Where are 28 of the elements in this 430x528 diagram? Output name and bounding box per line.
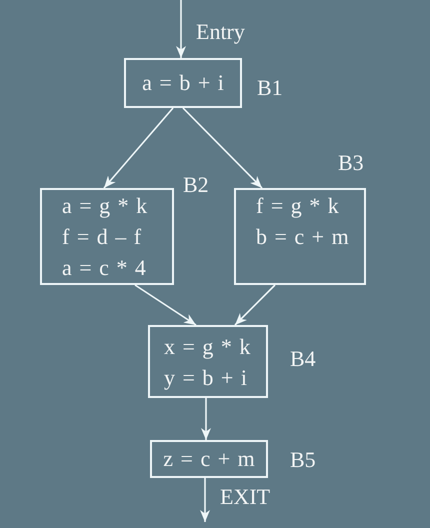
statement-text: y = b + i	[164, 364, 247, 392]
statement-text: a = b + i	[142, 69, 224, 97]
arrow	[182, 107, 263, 189]
basic-block-box	[40, 188, 174, 285]
edge-label: Entry	[196, 19, 245, 45]
statement-text: x = g * k	[164, 333, 250, 361]
arrow	[200, 478, 210, 522]
statement-text: a = c * 4	[62, 254, 146, 282]
statement-text: b = c + m	[256, 223, 349, 251]
block-label: B1	[257, 75, 283, 101]
basic-block-box	[150, 440, 268, 478]
basic-block-box	[148, 325, 268, 398]
arrow	[176, 0, 186, 58]
arrow	[103, 107, 174, 189]
arrow	[134, 284, 196, 326]
statement-text: a = g * k	[62, 192, 148, 220]
block-label: B4	[290, 346, 316, 372]
arrow	[201, 398, 211, 440]
statement-text: f = g * k	[256, 192, 339, 220]
block-label: B5	[290, 447, 316, 473]
statement-text: z = c + m	[163, 445, 255, 473]
arrow	[234, 284, 276, 326]
statement-text: f = d – f	[62, 223, 142, 251]
basic-block-box	[124, 58, 242, 108]
block-label: B3	[338, 150, 364, 176]
block-label: B2	[183, 172, 209, 198]
edge-label: EXIT	[220, 484, 270, 510]
basic-block-box	[234, 188, 366, 285]
